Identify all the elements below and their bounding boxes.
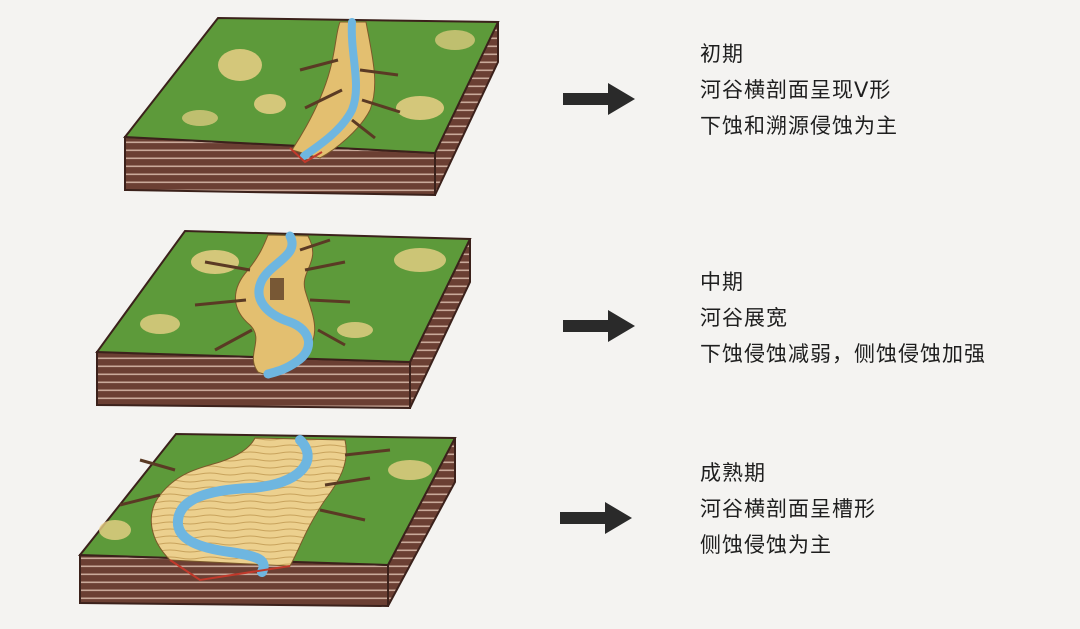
middle-stage-block [95,229,472,410]
arrow-early [563,83,635,115]
stage-middle-line-1: 河谷展宽 [700,306,788,330]
arrow-middle [563,310,635,342]
stage-early-title: 初期 [700,42,744,66]
mature-stage-block [77,432,457,608]
early-stage-block [123,16,500,197]
mature-river [172,435,313,577]
stage-early-line-2: 下蚀和溯源侵蚀为主 [700,114,898,138]
stage-mature-line-1: 河谷横剖面呈槽形 [700,497,876,521]
early-river [300,18,361,160]
stage-middle-text: 中期 河谷展宽 下蚀侵蚀减弱，侧蚀侵蚀加强 [700,264,1070,372]
stage-early-line-1: 河谷横剖面呈现V形 [700,78,892,102]
stage-middle-title: 中期 [700,270,744,294]
stage-mature-text: 成熟期 河谷横剖面呈槽形 侧蚀侵蚀为主 [700,455,1070,563]
arrow-mature [560,502,632,534]
stage-mature-line-2: 侧蚀侵蚀为主 [700,533,832,557]
stage-mature-title: 成熟期 [700,461,766,485]
stage-early-text: 初期 河谷横剖面呈现V形 下蚀和溯源侵蚀为主 [700,36,1070,144]
middle-river [254,231,314,379]
stage-middle-line-2: 下蚀侵蚀减弱，侧蚀侵蚀加强 [700,342,986,366]
